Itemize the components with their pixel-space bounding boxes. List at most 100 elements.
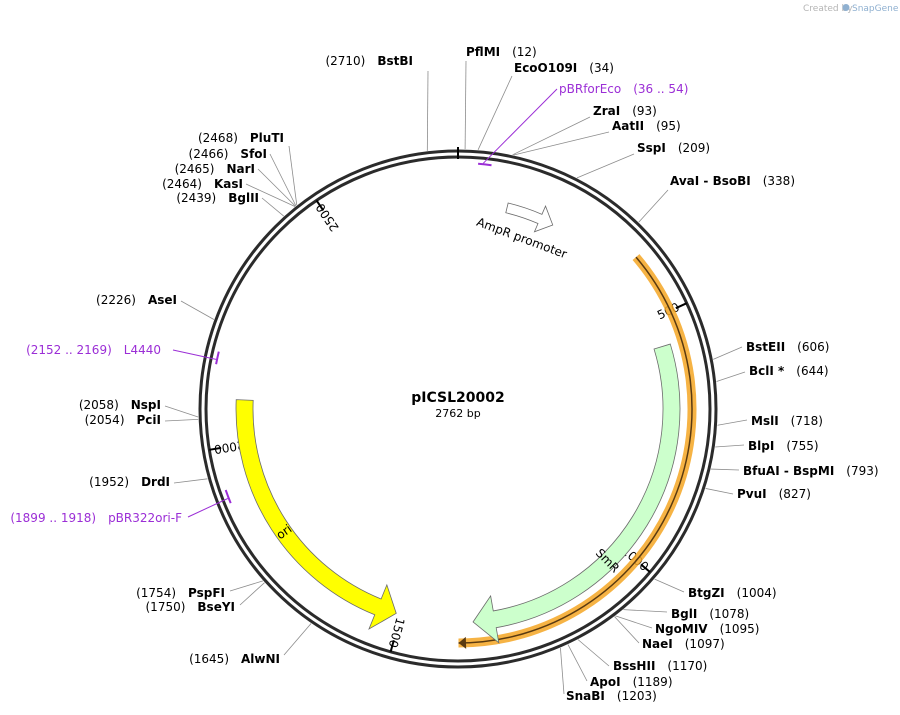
tick-label-2500: 2500 [313,201,342,234]
enzyme-name: BssHII [613,659,667,673]
enzyme-site-sspi[interactable]: SspI (209) [637,141,710,155]
enzyme-site-apoi[interactable]: ApoI (1189) [590,675,673,689]
enzyme-position: (2710) [325,54,377,68]
enzyme-name: SnaBI [566,689,617,703]
enzyme-site-bcli[interactable]: BclI * (644) [749,364,829,378]
leader-primer-pbrforeco [482,88,558,164]
leader-msli [717,419,748,426]
enzyme-site-zrai[interactable]: ZraI (93) [593,104,657,118]
enzyme-name: BstEII [746,340,797,354]
primer-binding-arrowhead [458,636,467,649]
leader-ecoo109i [477,75,513,150]
enzyme-site-asei[interactable]: (2226) AseI [96,293,177,307]
enzyme-name: BglII [228,191,259,205]
enzyme-site-btgzi[interactable]: BtgZI (1004) [688,586,777,600]
enzyme-position: (95) [656,119,681,133]
primer-l4440-site [215,351,220,365]
primer-label-pbr322ori-f[interactable]: (1899 .. 1918) pBR322ori-F [10,511,182,525]
tick-label-1500: 1500 [386,616,408,649]
enzyme-site-avai-bsobi[interactable]: AvaI - BsoBI (338) [670,174,795,188]
leader-primer-l4440 [172,349,217,360]
enzyme-site-sfoi[interactable]: (2466) SfoI [189,147,267,161]
tick-2000 [209,446,222,451]
enzyme-position: (1004) [737,586,777,600]
enzyme-site-aatii[interactable]: AatII (95) [612,119,681,133]
backbone [198,147,718,669]
enzyme-site-alwni[interactable]: (1645) AlwNI [189,652,280,666]
leader-bcli [716,371,746,382]
enzyme-position: (606) [797,340,829,354]
enzyme-name: NgoMIV [655,622,720,636]
leader-bfuai-bspmi [710,468,740,471]
leader-pvui [705,488,734,495]
primer-name: L4440 [124,343,161,357]
feature-ori-arrow [235,399,397,630]
enzyme-position: (793) [846,464,878,478]
enzyme-site-bfuai-bspmi[interactable]: BfuAI - BspMI (793) [743,464,879,478]
enzyme-position: (34) [589,61,614,75]
enzyme-site-bseyi[interactable]: (1750) BseYI [146,600,236,614]
enzyme-name: BstBI [377,54,413,68]
plasmid-size: 2762 bp [435,407,480,420]
enzyme-site-naei[interactable]: NaeI (1097) [642,637,725,651]
enzyme-site-snabi[interactable]: SnaBI (1203) [566,689,657,703]
primer-label-l4440[interactable]: (2152 .. 2169) L4440 [26,343,161,357]
enzyme-site-ngomiv[interactable]: NgoMIV (1095) [655,622,759,636]
enzyme-site-nspi[interactable]: (2058) NspI [79,398,161,412]
enzyme-site-bstbi[interactable]: (2710) BstBI [325,54,413,68]
leader-drdi [173,478,208,484]
enzyme-site-bsteii[interactable]: BstEII (606) [746,340,829,354]
enzyme-name: PspFI [188,586,225,600]
primer-binding-line [458,256,693,644]
enzyme-name: ApoI [590,675,633,689]
enzyme-name: MslI [751,414,791,428]
primer-label-pbrforeco[interactable]: pBRforEco (36 .. 54) [559,82,688,96]
label-leader-lines [164,60,748,695]
enzyme-site-nari[interactable]: (2465) NarI [175,162,255,176]
enzyme-name: DrdI [141,475,170,489]
site-labels: (2710) BstBI PflMI (12) EcoO109I (34) ZraI … [10,45,878,703]
enzyme-position: (1097) [685,637,725,651]
enzyme-site-pvui[interactable]: PvuI (827) [737,487,811,501]
enzyme-site-pflmi[interactable]: PflMI (12) [466,45,537,59]
enzyme-site-msli[interactable]: MslI (718) [751,414,823,428]
enzyme-site-bgli[interactable]: BglI (1078) [671,607,749,621]
enzyme-position: (2468) [198,131,250,145]
enzyme-site-ecoo109i[interactable]: EcoO109I (34) [514,61,614,75]
enzyme-position: (1203) [617,689,657,703]
enzyme-site-pcii[interactable]: (2054) PciI [85,413,161,427]
enzyme-name: BseYI [197,600,235,614]
enzyme-name: BglI [671,607,709,621]
leader-aatii [513,131,610,156]
enzyme-name: NaeI [642,637,685,651]
credit-brand: SnapGene [852,4,899,14]
enzyme-site-bsshii[interactable]: BssHII (1170) [613,659,707,673]
leader-bglii [261,197,284,217]
enzyme-site-pluti[interactable]: (2468) PluTI [198,131,284,145]
enzyme-site-bglii[interactable]: (2439) BglII [176,191,259,205]
leader-ngomiv [615,615,653,629]
enzyme-position: (2439) [176,191,228,205]
enzyme-name: PvuI [737,487,779,501]
enzyme-name: BclI * [749,364,796,378]
tick-label-2000: 2000 [213,438,245,457]
leader-nari [257,168,296,207]
enzyme-site-blpi[interactable]: BlpI (755) [748,439,819,453]
leader-snabi [560,647,565,695]
leader-avai-bsobi [638,189,669,223]
enzyme-name: BfuAI - BspMI [743,464,846,478]
enzyme-name: SfoI [240,147,267,161]
enzyme-site-drdi[interactable]: (1952) DrdI [89,475,170,489]
snapgene-logo-icon [842,4,850,11]
enzyme-position: (1078) [709,607,749,621]
leader-zrai [512,116,591,156]
enzyme-site-pspfi[interactable]: (1754) PspFI [136,586,225,600]
enzyme-position: (2054) [85,413,137,427]
leader-asei [180,300,215,320]
enzyme-name: PciI [137,413,162,427]
enzyme-site-kasi[interactable]: (2464) KasI [162,177,243,191]
leader-pflmi [464,60,467,150]
tick-1000 [640,563,651,573]
primer-name: pBR322ori-F [108,511,182,525]
leader-sspi [576,153,635,179]
